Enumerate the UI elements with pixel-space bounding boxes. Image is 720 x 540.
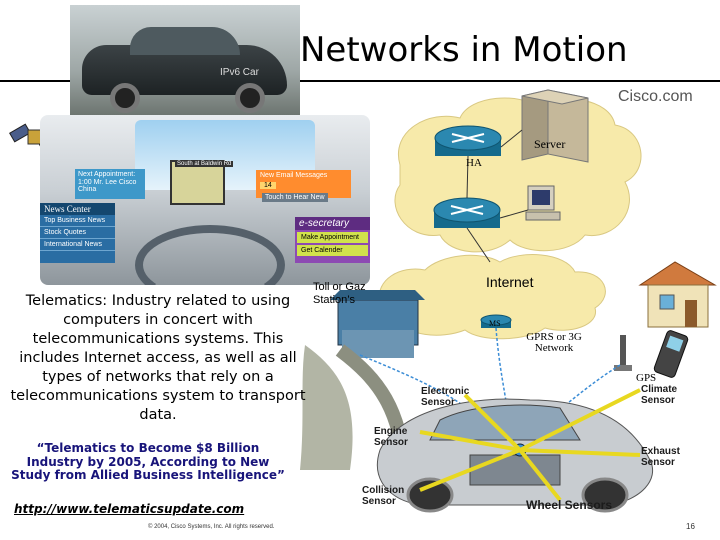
news-center-panel: News Center Top Business News Stock Quot…: [40, 203, 115, 263]
engine-sensor-label: Engine Sensor: [374, 426, 408, 448]
internet-label: Internet: [486, 274, 534, 290]
link-router-internet: [466, 227, 491, 263]
car-front-wheel: [110, 83, 140, 113]
esecretary-title: e-secretary: [295, 217, 370, 230]
news-item-stocks[interactable]: Stock Quotes: [40, 227, 115, 239]
car-rear-wheel: [235, 83, 265, 113]
esecretary-panel: e-secretary Make Appointment Get Calende…: [295, 217, 370, 263]
page-number: 16: [686, 522, 695, 531]
link-ha-server: [500, 129, 523, 148]
industry-quote: “Telematics to Become $8 Billion Industr…: [11, 441, 285, 482]
collision-sensor-label: Collision Sensor: [362, 485, 405, 507]
make-appointment-button[interactable]: Make Appointment: [297, 232, 368, 243]
gprs-antenna-icon: [614, 335, 632, 371]
server-cloud: [394, 97, 642, 253]
email-count: 14: [260, 182, 276, 189]
server-icon: [521, 89, 589, 163]
exhaust-sensor-label: Exhaust Sensor: [641, 446, 680, 468]
ha-router-icon: [434, 125, 502, 156]
climate-sensor-label: Climate Sensor: [641, 384, 678, 406]
next-appointment-panel[interactable]: Next Appointment: 1:00 Mr. Lee Cisco Chi…: [75, 169, 145, 199]
navigation-street-label: South at Baldwin Rd: [175, 161, 234, 167]
gps-label: GPS: [636, 372, 657, 384]
telematics-definition: Telematics: Industry related to using co…: [10, 293, 306, 423]
title-divider: [0, 80, 720, 82]
sensor-lines: [419, 388, 641, 502]
workstation-icon: [525, 185, 561, 221]
car-dashboard: South at Baldwin Rd Next Appointment: 1:…: [40, 115, 370, 285]
highway-image: [300, 345, 353, 470]
house-icon: [638, 261, 717, 328]
get-calendar-button[interactable]: Get Calender: [297, 245, 368, 256]
car-label: IPv6 Car: [220, 67, 259, 78]
email-title: New Email Messages: [260, 172, 328, 179]
car-window: [130, 27, 240, 55]
cisco-brand: Cisco.com: [618, 88, 693, 105]
toll-station-label: Toll or Gaz Station’s: [313, 281, 366, 306]
electronic-sensor-label: Electronic Sensor: [421, 386, 470, 408]
news-item-business[interactable]: Top Business News: [40, 215, 115, 227]
steering-wheel: [135, 225, 285, 285]
router-icon: [433, 197, 501, 228]
link-router-workstation: [499, 209, 529, 219]
telematics-link[interactable]: http://www.telematicsupdate.com: [14, 502, 245, 516]
ha-label: HA: [466, 157, 482, 169]
car-photo: IPv6 Car: [70, 5, 300, 115]
news-item-international[interactable]: International News: [40, 239, 115, 251]
gprs-network-label: GPRS or 3G Network: [526, 331, 582, 354]
ms-router-icon: [480, 314, 512, 328]
copyright-footer: © 2004, Cisco Systems, Inc. All rights r…: [148, 524, 275, 530]
server-label: Server: [534, 137, 566, 151]
wireless-link-toll: [359, 354, 501, 441]
mobile-phone-icon: [653, 330, 689, 378]
internet-cloud: [378, 254, 606, 340]
ms-label: MS: [489, 319, 501, 328]
touch-to-hear-button[interactable]: Touch to Hear New: [262, 193, 328, 202]
slide-title: Networks in Motion: [300, 30, 628, 70]
wireless-link-ms: [495, 327, 511, 441]
wheel-sensors-label: Wheel Sensors: [526, 498, 613, 512]
link-ha-router: [466, 155, 469, 199]
news-center-title: News Center: [40, 203, 115, 215]
